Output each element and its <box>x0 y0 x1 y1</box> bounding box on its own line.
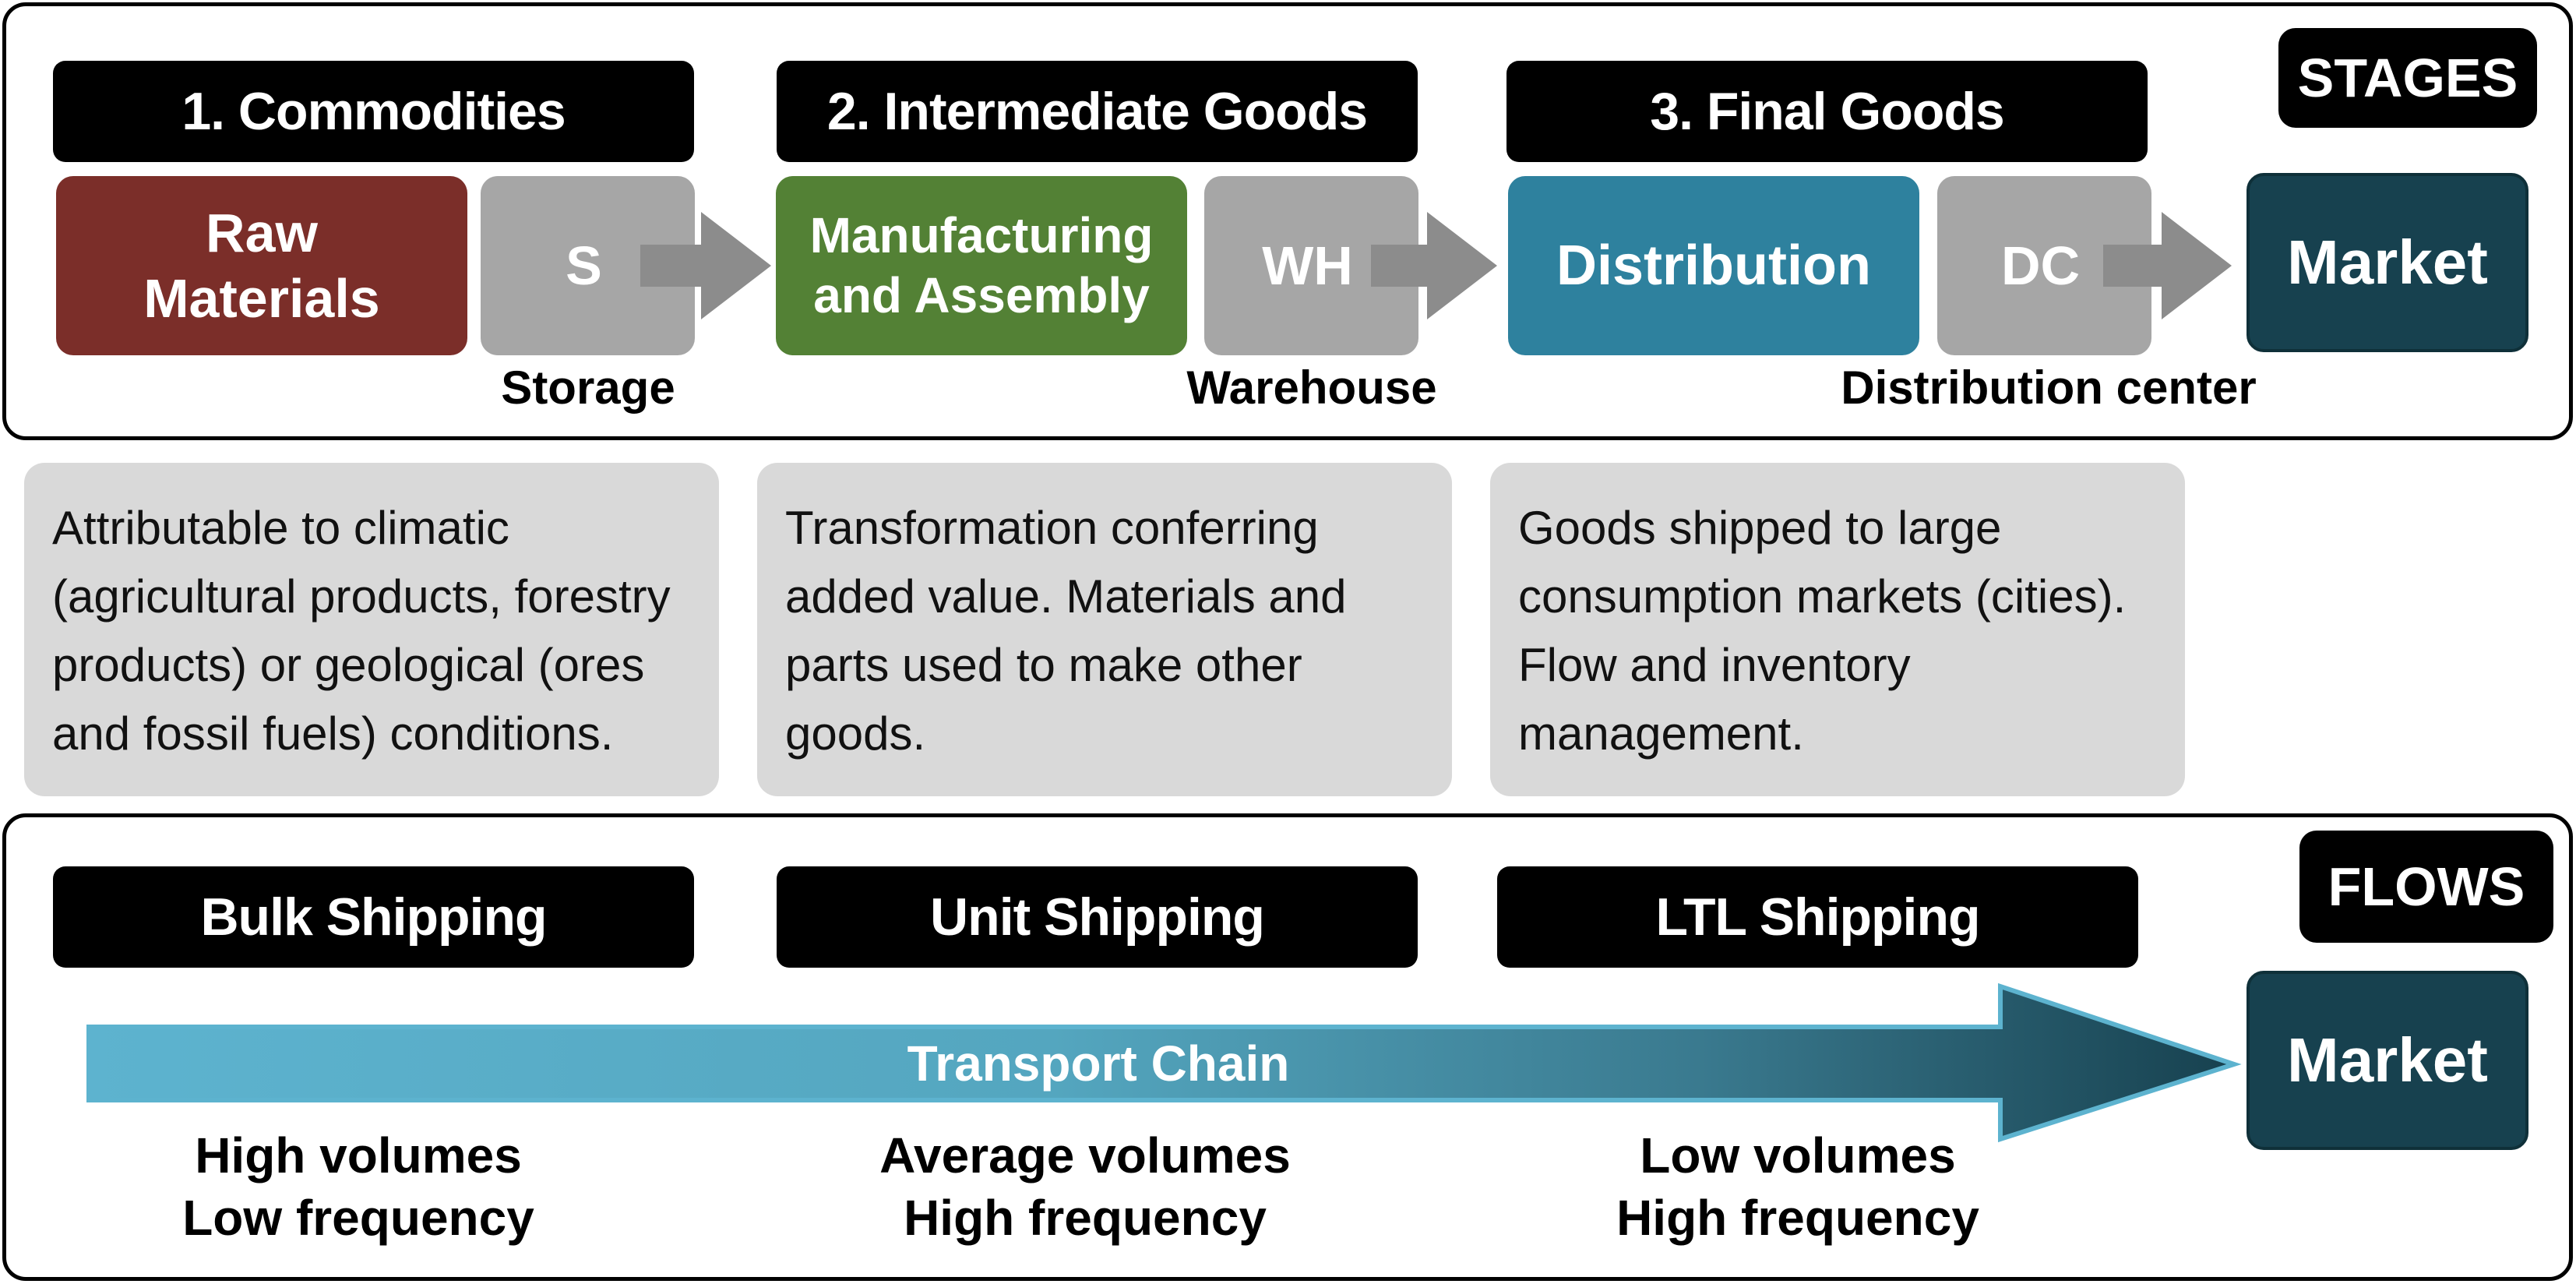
final-goods-description: Goods shipped to large consumption marke… <box>1490 463 2185 796</box>
bulk-shipping-header: Bulk Shipping <box>53 866 694 968</box>
storage-node: S <box>481 176 695 355</box>
market-box-stages: Market <box>2247 173 2528 352</box>
intermediate-goods-description: Transformation conferring added value. M… <box>757 463 1452 796</box>
flows-tag: FLOWS <box>2299 831 2553 943</box>
ltl-shipping-characteristics: Low volumes High frequency <box>1616 1127 1979 1246</box>
distribution-box: Distribution <box>1508 176 1919 355</box>
stage-header-intermediate-goods: 2. Intermediate Goods <box>777 61 1418 162</box>
manufacturing-assembly-box: Manufacturing and Assembly <box>776 176 1187 355</box>
stage-header-commodities: 1. Commodities <box>53 61 694 162</box>
stages-tag: STAGES <box>2278 28 2537 128</box>
market-box-flows: Market <box>2247 971 2528 1150</box>
storage-label: Storage <box>501 362 675 414</box>
warehouse-label: Warehouse <box>1186 362 1437 414</box>
warehouse-node: WH <box>1204 176 1418 355</box>
raw-materials-box: Raw Materials <box>56 176 467 355</box>
distribution-center-node: DC <box>1937 176 2151 355</box>
bulk-shipping-characteristics: High volumes Low frequency <box>182 1127 534 1246</box>
ltl-shipping-header: LTL Shipping <box>1497 866 2138 968</box>
stage-header-final-goods: 3. Final Goods <box>1506 61 2148 162</box>
transport-chain-label: Transport Chain <box>907 1035 1290 1092</box>
commodities-description: Attributable to climatic (agricultural p… <box>24 463 719 796</box>
unit-shipping-characteristics: Average volumes High frequency <box>879 1127 1291 1246</box>
unit-shipping-header: Unit Shipping <box>777 866 1418 968</box>
distribution-center-label: Distribution center <box>1841 362 2257 414</box>
